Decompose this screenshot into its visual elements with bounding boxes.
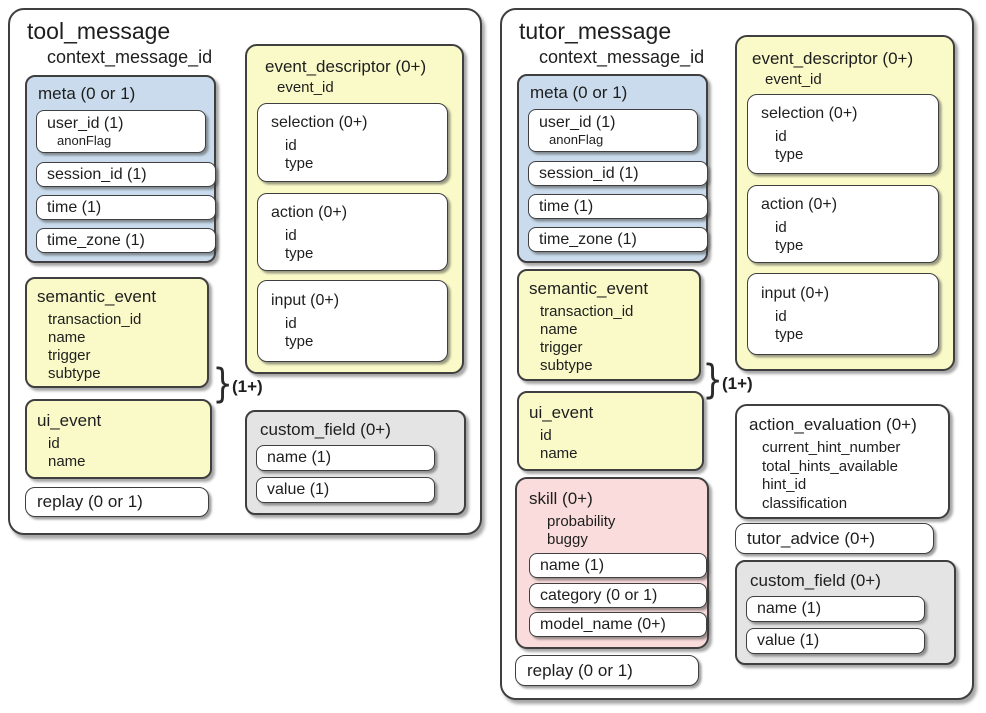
tool-ui-event-title: ui_event: [37, 411, 102, 430]
tutor-event-descriptor-box: event_descriptor (0+) event_id selection…: [735, 35, 955, 371]
tutor-selection-title: selection (0+): [761, 105, 858, 122]
tutor-selection-box: selection (0+) id type: [747, 94, 939, 174]
tool-meta-title: meta (0 or 1): [38, 84, 136, 103]
tool-user-id-box: user_id (1) anonFlag: [36, 110, 206, 153]
tutor-multiplicity-label: (1+): [722, 374, 753, 393]
tool-selection-box: selection (0+) id type: [257, 103, 448, 182]
tutor-message-panel: tutor_message context_message_id meta (0…: [500, 8, 974, 700]
tutor-input-title: input (0+): [761, 285, 830, 302]
tutor-event-descriptor-title: event_descriptor (0+): [752, 49, 914, 68]
tutor-skill-title: skill (0+): [529, 489, 593, 508]
tutor-user-id-box: user_id (1) anonFlag: [528, 109, 698, 152]
tutor-ui-event-title: ui_event: [529, 403, 594, 422]
tutor-custom-name-box: name (1): [746, 596, 925, 622]
tutor-meta-box: meta (0 or 1) user_id (1) anonFlag sessi…: [517, 74, 708, 263]
tutor-meta-title: meta (0 or 1): [530, 83, 628, 102]
tutor-action-attrs: id type: [775, 219, 804, 254]
tool-event-id-label: event_id: [277, 79, 334, 96]
tutor-input-box: input (0+) id type: [747, 273, 939, 355]
tool-user-id-label: user_id (1): [47, 115, 124, 132]
tool-event-descriptor-title: event_descriptor (0+): [265, 57, 427, 76]
tool-custom-name-label: name (1): [267, 449, 332, 466]
tutor-skill-model-name-box: model_name (0+): [529, 612, 707, 637]
tutor-session-id-label: session_id (1): [539, 164, 639, 182]
tutor-custom-name-label: name (1): [757, 600, 822, 617]
tool-anonflag-label: anonFlag: [57, 133, 112, 148]
brace-icon: }: [702, 357, 723, 403]
tool-input-box: input (0+) id type: [257, 280, 448, 362]
tool-replay-box: replay (0 or 1): [25, 487, 209, 517]
tutor-custom-value-box: value (1): [746, 628, 925, 654]
tutor-action-evaluation-attrs: current_hint_number total_hints_availabl…: [762, 439, 901, 512]
tutor-skill-model-name-label: model_name (0+): [540, 615, 666, 633]
tool-action-title: action (0+): [271, 204, 348, 221]
tool-selection-attrs: id type: [285, 137, 314, 172]
tool-custom-field-title: custom_field (0+): [260, 420, 391, 439]
tutor-semantic-event-attrs: transaction_id name trigger subtype: [540, 303, 634, 374]
tutor-skill-category-box: category (0 or 1): [529, 583, 707, 608]
tool-semantic-event-box: semantic_event transaction_id name trigg…: [25, 277, 209, 388]
tutor-input-attrs: id type: [775, 308, 804, 343]
tool-meta-box: meta (0 or 1) user_id (1) anonFlag sessi…: [25, 75, 216, 263]
tutor-skill-category-label: category (0 or 1): [540, 586, 658, 604]
tool-action-box: action (0+) id type: [257, 193, 448, 271]
tool-ui-event-box: ui_event id name: [25, 399, 212, 479]
tool-action-attrs: id type: [285, 227, 314, 262]
tutor-semantic-event-box: semantic_event transaction_id name trigg…: [517, 269, 701, 381]
tutor-ui-event-attrs: id name: [540, 427, 578, 462]
tutor-user-id-label: user_id (1): [539, 114, 616, 131]
tool-custom-field-box: custom_field (0+) name (1) value (1): [245, 410, 466, 515]
tool-message-title: tool_message: [27, 18, 171, 44]
tutor-action-evaluation-box: action_evaluation (0+) current_hint_numb…: [735, 404, 950, 519]
tool-context-message-id: context_message_id: [47, 47, 213, 67]
tool-input-title: input (0+): [271, 292, 340, 309]
tutor-skill-attrs: probability buggy: [547, 513, 616, 548]
tool-time-zone-box: time_zone (1): [36, 228, 216, 253]
tool-replay-label: replay (0 or 1): [37, 492, 143, 511]
tutor-ui-event-box: ui_event id name: [517, 391, 704, 471]
tutor-semantic-event-title: semantic_event: [529, 279, 649, 298]
tutor-skill-name-label: name (1): [540, 556, 605, 574]
tool-custom-name-box: name (1): [256, 445, 435, 471]
tutor-time-zone-label: time_zone (1): [539, 230, 637, 248]
tutor-context-message-id: context_message_id: [539, 47, 705, 67]
tool-custom-value-label: value (1): [267, 481, 330, 498]
tutor-anonflag-label: anonFlag: [549, 132, 604, 147]
tutor-session-id-box: session_id (1): [528, 161, 708, 186]
tool-message-panel: tool_message context_message_id meta (0 …: [8, 8, 482, 535]
tutor-action-title: action (0+): [761, 196, 838, 213]
tool-semantic-event-title: semantic_event: [37, 287, 157, 306]
tool-custom-value-box: value (1): [256, 477, 435, 503]
tutor-action-evaluation-title: action_evaluation (0+): [749, 415, 917, 434]
tutor-skill-name-box: name (1): [529, 553, 707, 578]
tutor-time-box: time (1): [528, 194, 708, 219]
tutor-advice-label: tutor_advice (0+): [747, 528, 876, 548]
tool-session-id-label: session_id (1): [47, 165, 147, 183]
tool-event-descriptor-box: event_descriptor (0+) event_id selection…: [245, 44, 464, 374]
tutor-custom-value-label: value (1): [757, 632, 820, 649]
tutor-skill-box: skill (0+) probability buggy name (1) ca…: [515, 477, 709, 649]
tool-time-box: time (1): [36, 195, 216, 220]
tutor-custom-field-box: custom_field (0+) name (1) value (1): [735, 560, 956, 665]
tutor-replay-label: replay (0 or 1): [527, 660, 633, 680]
tool-time-label: time (1): [47, 198, 102, 216]
tutor-message-title: tutor_message: [519, 18, 672, 44]
tutor-time-label: time (1): [539, 197, 594, 215]
tutor-advice-box: tutor_advice (0+): [735, 523, 934, 554]
tool-session-id-box: session_id (1): [36, 162, 216, 187]
tool-time-zone-label: time_zone (1): [47, 231, 145, 249]
tutor-time-zone-box: time_zone (1): [528, 227, 708, 252]
tool-multiplicity-label: (1+): [232, 377, 263, 396]
tutor-event-id-label: event_id: [765, 71, 822, 88]
tool-selection-title: selection (0+): [271, 114, 368, 131]
tutor-action-box: action (0+) id type: [747, 185, 939, 263]
tool-input-attrs: id type: [285, 315, 314, 350]
tutor-replay-box: replay (0 or 1): [515, 655, 699, 686]
tool-ui-event-attrs: id name: [48, 435, 86, 470]
tutor-selection-attrs: id type: [775, 128, 804, 163]
tutor-custom-field-title: custom_field (0+): [750, 571, 881, 590]
brace-icon: }: [212, 361, 233, 407]
tool-semantic-event-attrs: transaction_id name trigger subtype: [48, 311, 142, 382]
